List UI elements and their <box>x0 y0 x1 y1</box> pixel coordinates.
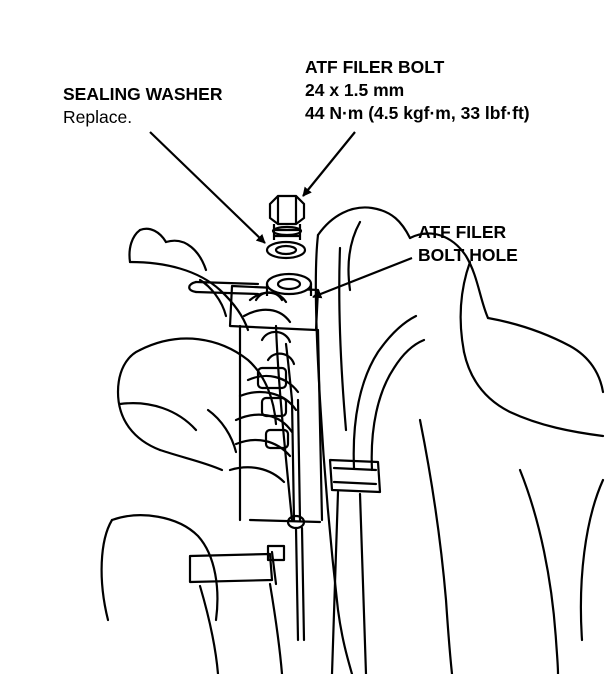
sealing-washer <box>265 240 307 260</box>
coolant-hose <box>328 314 426 674</box>
hole-leader-arrow <box>312 256 413 299</box>
bolt-leader-arrow <box>302 131 356 197</box>
right-housing <box>314 206 605 674</box>
valve-body <box>228 284 324 524</box>
hole-label-line2: BOLT HOLE <box>418 245 518 265</box>
washer-note: Replace. <box>63 107 133 127</box>
bracket-rod <box>188 280 260 296</box>
hole-label-line1: ATF FILER <box>418 222 507 242</box>
bolt-size: 24 x 1.5 mm <box>305 80 405 100</box>
bolt-title: ATF FILER BOLT <box>305 57 445 77</box>
bolt-hole-boss <box>265 272 313 296</box>
bolt-torque: 44 N·m (4.5 kgf·m, 33 lbf·ft) <box>305 103 530 123</box>
lower-hose <box>100 514 286 674</box>
washer-leader-arrow <box>149 131 266 244</box>
atf-filler-bolt <box>268 194 306 240</box>
washer-title: SEALING WASHER <box>63 84 223 104</box>
dipstick-rod <box>284 342 306 642</box>
